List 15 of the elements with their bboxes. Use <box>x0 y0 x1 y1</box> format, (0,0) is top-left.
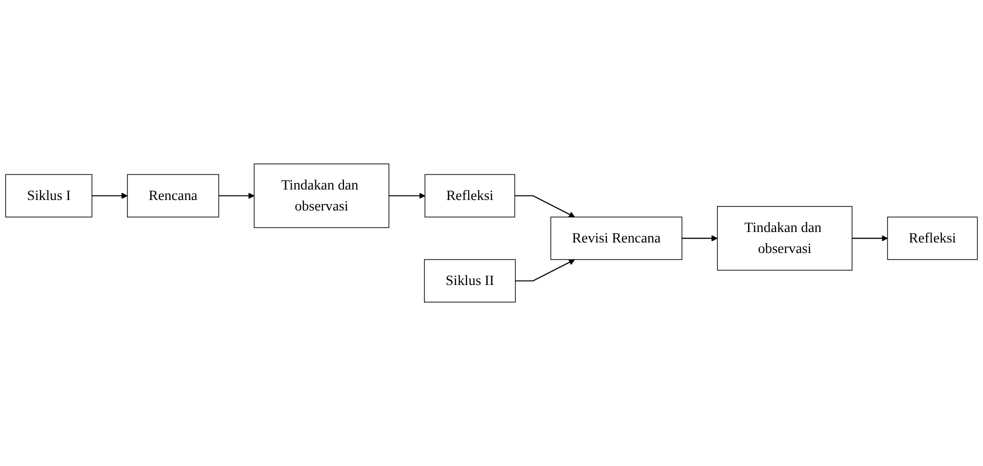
node-box <box>887 216 978 260</box>
node-box <box>424 174 516 218</box>
arrow <box>515 259 575 282</box>
arrow <box>388 192 426 199</box>
node-box <box>717 206 852 271</box>
arrow <box>218 192 254 199</box>
arrow <box>852 235 888 242</box>
arrow <box>92 192 128 199</box>
node-box <box>254 164 390 228</box>
node-box <box>424 259 516 302</box>
node-box <box>127 174 220 218</box>
arrow <box>514 195 575 218</box>
node-box <box>550 216 682 260</box>
arrow <box>682 235 718 242</box>
node-box <box>5 174 92 218</box>
